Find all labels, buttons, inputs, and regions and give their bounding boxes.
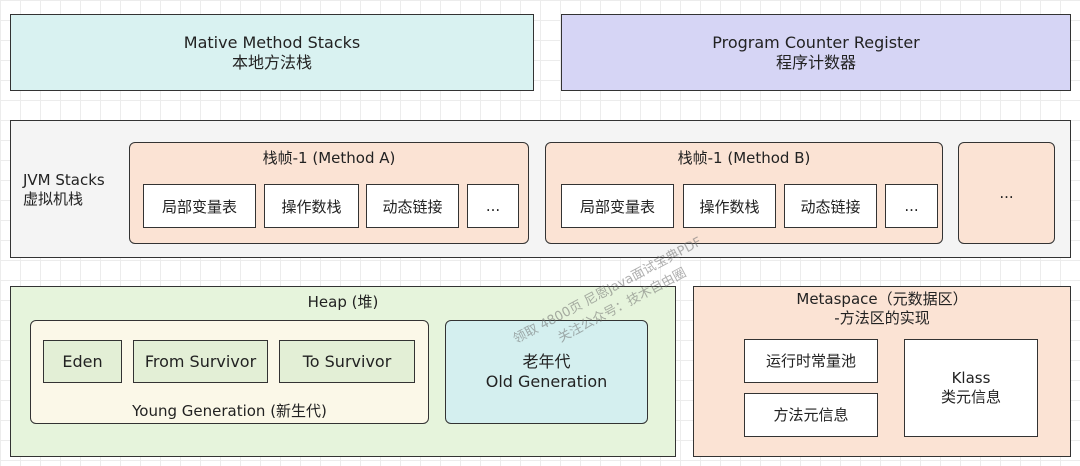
program-counter-register-cn-label: 程序计数器 (775, 52, 856, 72)
jvm-stacks-title: JVM Stacks (23, 171, 105, 189)
native-method-stacks-label: Mative Method Stacks (183, 32, 361, 52)
old-generation-cn-label: 老年代 (522, 352, 571, 371)
frame-b-more: ... (885, 184, 938, 228)
klass-label: Klass (951, 369, 991, 388)
frame-b-dynamic-linking: 动态链接 (784, 184, 877, 228)
heap-title: Heap (堆) (307, 293, 379, 311)
program-counter-register-label: Program Counter Register (712, 32, 920, 52)
stack-frame-a-title: 栈帧-1 (Method A) (262, 149, 396, 167)
frame-b-operand-stack: 操作数栈 (683, 184, 776, 228)
method-metadata: 方法元信息 (744, 393, 878, 437)
frame-a-local-variables: 局部变量表 (143, 184, 256, 228)
more-frames: ... (958, 142, 1055, 244)
frame-a-dynamic-linking: 动态链接 (366, 184, 459, 228)
native-method-stacks-cn-label: 本地方法栈 (231, 52, 312, 72)
old-generation: 老年代 Old Generation (445, 320, 648, 424)
program-counter-register: Program Counter Register 程序计数器 (561, 14, 1071, 91)
from-survivor: From Survivor (133, 340, 268, 383)
klass-cn-label: 类元信息 (940, 388, 1001, 406)
metaspace-title: Metaspace（元数据区） -方法区的实现 (694, 290, 1070, 328)
jvm-stacks-label: JVM Stacks 虚拟机栈 (23, 171, 105, 209)
young-generation-title: Young Generation (新生代) (132, 402, 327, 420)
metaspace-title-line2: -方法区的实现 (834, 308, 930, 327)
frame-a-operand-stack: 操作数栈 (264, 184, 359, 228)
eden: Eden (43, 340, 122, 383)
klass-metadata: Klass 类元信息 (904, 339, 1038, 437)
stack-frame-b-title: 栈帧-1 (Method B) (677, 149, 811, 167)
to-survivor: To Survivor (279, 340, 415, 383)
jvm-stacks-cn-title: 虚拟机栈 (23, 189, 84, 208)
frame-a-more: ... (467, 184, 519, 228)
metaspace-title-line1: Metaspace（元数据区） (796, 290, 968, 308)
native-method-stacks: Mative Method Stacks 本地方法栈 (10, 14, 534, 91)
runtime-constant-pool: 运行时常量池 (744, 339, 878, 383)
frame-b-local-variables: 局部变量表 (561, 184, 674, 228)
old-generation-label: Old Generation (485, 372, 608, 391)
